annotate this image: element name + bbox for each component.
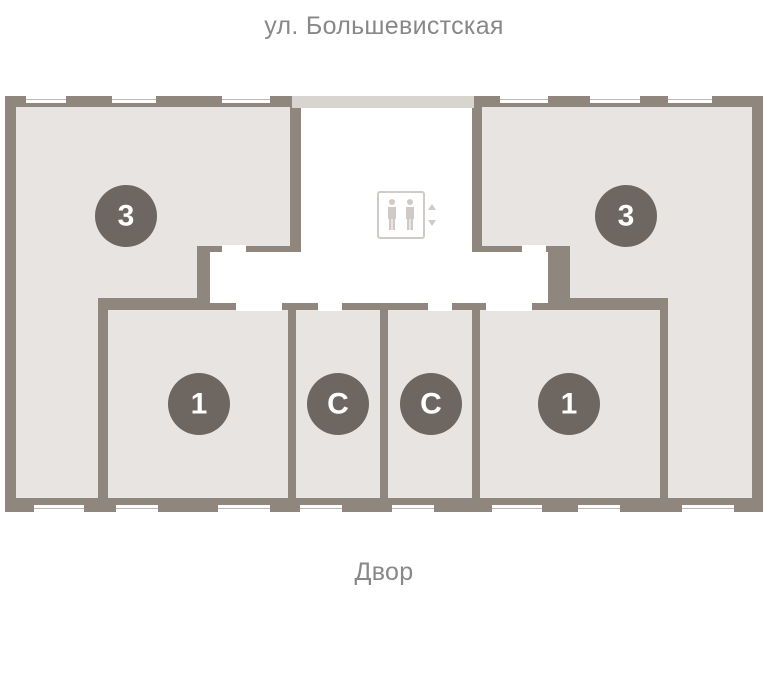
room-count-badge — [168, 373, 230, 435]
doors — [222, 245, 546, 311]
room-count-badge — [95, 185, 157, 247]
room-count-label: 3 — [618, 200, 635, 233]
room-count-badge — [307, 373, 369, 435]
street-label-top: ул. Большевистская — [264, 12, 504, 40]
room-fill — [16, 107, 290, 498]
room-count-label: С — [327, 388, 349, 421]
apartment-1-right[interactable]: 1 — [480, 310, 660, 498]
corridor-entrance — [292, 96, 474, 108]
room-count-label: С — [420, 388, 442, 421]
room-count-label: 1 — [561, 388, 578, 421]
apartment-1-left[interactable]: 1 — [108, 310, 288, 498]
room-count-label: 3 — [118, 200, 135, 233]
apartment-studio-right[interactable]: С — [388, 310, 472, 498]
room-fill — [482, 107, 752, 498]
apartment-3-right[interactable]: 3 — [482, 107, 752, 498]
room-count-badge — [400, 373, 462, 435]
room-count-badge — [595, 185, 657, 247]
elevator-icon — [377, 191, 436, 239]
room-count-badge — [538, 373, 600, 435]
apartment-3-left[interactable]: 3 — [16, 107, 290, 498]
room-count-label: 1 — [191, 388, 208, 421]
apartment-studio-left[interactable]: С — [296, 310, 380, 498]
street-label-bottom: Двор — [354, 558, 414, 586]
